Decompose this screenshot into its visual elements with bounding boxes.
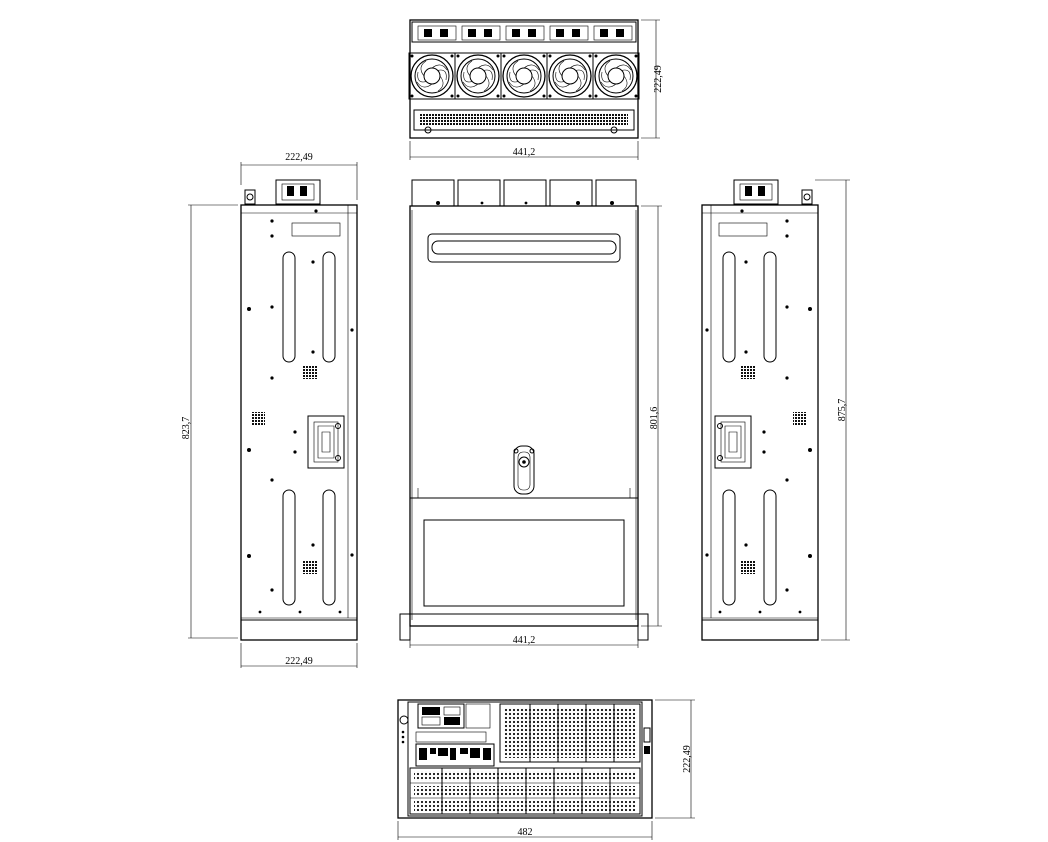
rear-view: [397, 699, 653, 819]
top-view-dimensions: 222,49 441,2: [409, 19, 664, 160]
front-view: [399, 179, 649, 641]
left-side-view-dimensions: 222,49 823,7 222,49: [181, 152, 358, 668]
top-view-width-label: 441,2: [513, 147, 536, 158]
front-view-dimensions: 801,6 441,2: [409, 205, 662, 648]
right-view-height-label: 875,7: [837, 399, 848, 422]
rear-view-height-label: 222,49: [682, 745, 693, 773]
front-view-height-label: 801,6: [649, 407, 660, 430]
left-view-height-label: 823,7: [181, 417, 192, 440]
top-view-height-label: 222,49: [653, 65, 664, 93]
rear-view-width-label: 482: [518, 827, 533, 838]
right-side-view-dimensions: 875,7: [815, 179, 850, 641]
left-side-view: [240, 179, 358, 641]
drive-bay-grid: [414, 771, 636, 811]
left-view-top-width-label: 222,49: [285, 152, 313, 163]
left-view-bottom-width-label: 222,49: [285, 656, 313, 667]
top-view: [408, 19, 640, 139]
front-view-width-label: 441,2: [513, 635, 536, 646]
right-side-view: [701, 179, 819, 641]
rear-view-dimensions: 222,49 482: [397, 699, 695, 840]
